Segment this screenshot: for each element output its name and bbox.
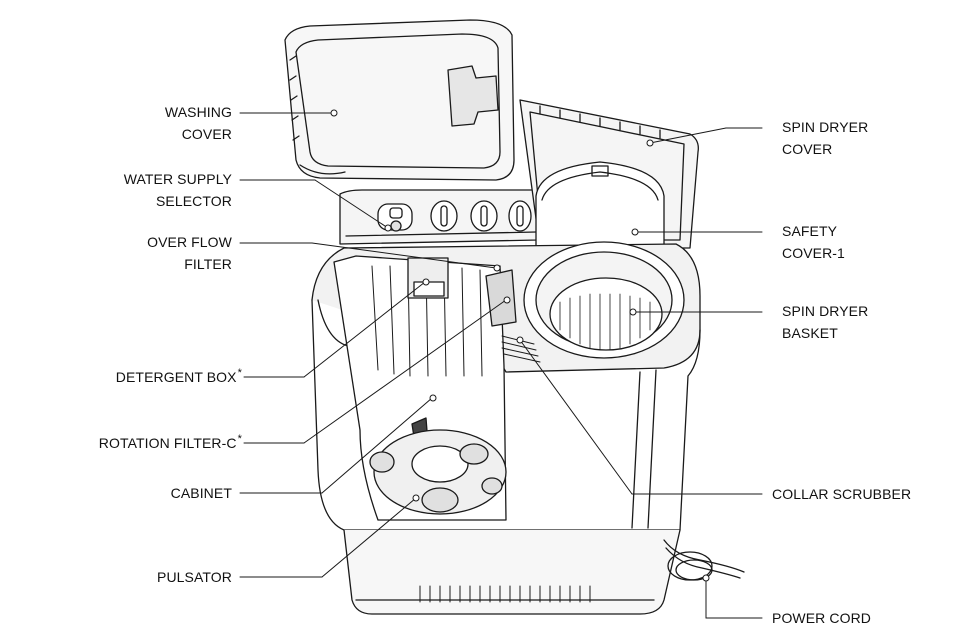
label-detergent-box: DETERGENT BOX* bbox=[116, 366, 242, 390]
label-detergent-box-text: DETERGENT BOX bbox=[115, 369, 237, 385]
label-washing-cover-line1: WASHING bbox=[164, 104, 232, 120]
washing-cover-illustration bbox=[284, 19, 515, 181]
label-water-supply-selector: WATER SUPPLY SELECTOR bbox=[124, 168, 232, 212]
label-washing-cover-line2: COVER bbox=[181, 126, 232, 142]
label-cabinet-text: CABINET bbox=[170, 485, 232, 501]
label-spin-dryer-basket-line2: BASKET bbox=[782, 325, 838, 341]
label-pulsator: PULSATOR bbox=[157, 566, 232, 588]
leader-points bbox=[330, 109, 710, 582]
label-safety-cover-line2: COVER-1 bbox=[782, 245, 845, 261]
control-panel-illustration bbox=[339, 189, 541, 245]
label-washing-cover: WASHING COVER bbox=[165, 101, 232, 145]
leader-lines bbox=[239, 112, 763, 619]
label-spin-dryer-basket-line1: SPIN DRYER bbox=[782, 303, 869, 319]
label-rotation-filter-text: ROTATION FILTER-C bbox=[98, 435, 237, 451]
label-detergent-box-asterisk: * bbox=[237, 367, 242, 379]
label-water-supply-line1: WATER SUPPLY bbox=[123, 171, 232, 187]
label-power-cord: POWER CORD bbox=[772, 607, 871, 629]
label-safety-cover-line1: SAFETY bbox=[782, 223, 838, 239]
label-over-flow-line1: OVER FLOW bbox=[147, 234, 232, 250]
label-spin-dryer-basket: SPIN DRYER BASKET bbox=[782, 300, 868, 344]
label-water-supply-line2: SELECTOR bbox=[155, 193, 232, 209]
power-cord-illustration bbox=[663, 539, 745, 581]
label-spin-dryer-cover: SPIN DRYER COVER bbox=[782, 116, 868, 160]
label-power-cord-text: POWER CORD bbox=[772, 610, 871, 626]
spin-dryer-cover-illustration bbox=[519, 99, 699, 259]
spin-dryer-basket-illustration bbox=[501, 241, 685, 363]
label-over-flow-filter: OVER FLOW FILTER bbox=[147, 231, 232, 275]
label-rotation-filter: ROTATION FILTER-C* bbox=[99, 432, 242, 456]
label-spin-dryer-cover-line2: COVER bbox=[782, 141, 833, 157]
label-collar-scrubber-text: COLLAR SCRUBBER bbox=[772, 486, 912, 502]
label-spin-dryer-cover-line1: SPIN DRYER bbox=[782, 119, 869, 135]
wash-tub-illustration bbox=[333, 255, 517, 521]
label-cabinet: CABINET bbox=[171, 482, 232, 504]
label-over-flow-line2: FILTER bbox=[184, 256, 232, 272]
label-pulsator-text: PULSATOR bbox=[157, 569, 232, 585]
label-collar-scrubber: COLLAR SCRUBBER bbox=[772, 483, 911, 505]
label-safety-cover: SAFETY COVER-1 bbox=[782, 220, 845, 264]
label-rotation-filter-asterisk: * bbox=[237, 433, 242, 445]
